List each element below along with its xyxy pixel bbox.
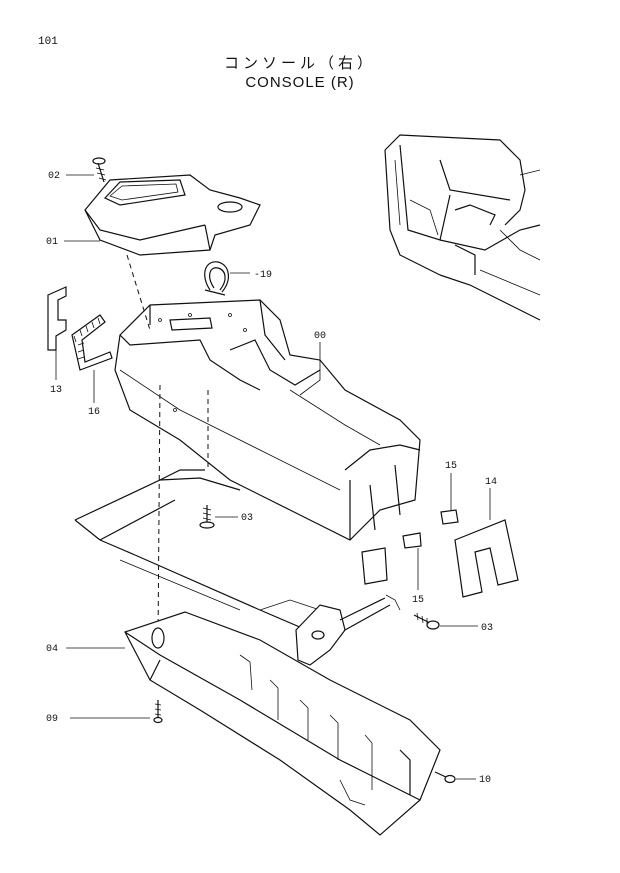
screw-09-drawing [153, 700, 163, 724]
callout-03-lower: 03 [481, 623, 493, 634]
callout-03-upper: 03 [241, 513, 253, 524]
pad-15-lower-drawing [402, 532, 422, 549]
bolt-03-lower-drawing [413, 612, 440, 630]
cab-outline-drawing [384, 134, 541, 321]
callout-16: 16 [88, 407, 100, 418]
cover-01-drawing [84, 174, 261, 256]
callout-15-upper: 15 [445, 461, 457, 472]
callout-14: 14 [485, 477, 497, 488]
base-frame-drawing [74, 469, 331, 641]
callout-19: -19 [254, 270, 272, 281]
assembly-line-top [126, 254, 151, 331]
plate-drawing [361, 547, 388, 585]
callout-13: 13 [50, 385, 62, 396]
cover-14-drawing [454, 519, 519, 598]
pad-15-upper-drawing [440, 509, 459, 525]
bracket-13-drawing [47, 286, 67, 351]
leader-lines [55, 174, 491, 780]
callout-10: 10 [479, 775, 491, 786]
page-number: 101 [38, 36, 58, 48]
console-00-drawing [114, 299, 421, 541]
mount-bracket-drawing [295, 594, 401, 666]
callout-09: 09 [46, 714, 58, 725]
callout-02: 02 [48, 171, 60, 182]
seal-16-drawing [71, 314, 113, 371]
screw-02-drawing [92, 157, 107, 183]
callout-15-lower: 15 [412, 595, 424, 606]
callout-01: 01 [46, 237, 58, 248]
callout-00: 00 [314, 331, 326, 342]
callout-04: 04 [46, 644, 58, 655]
bolt-03-upper-drawing [199, 505, 215, 529]
tray-04-drawing [124, 611, 441, 836]
clamp-19-drawing [204, 261, 229, 296]
title-japanese: コンソール（右） [223, 55, 376, 72]
screw-10-drawing [434, 771, 456, 784]
title-english: CONSOLE (R) [245, 74, 355, 91]
assembly-line-left [157, 384, 161, 641]
